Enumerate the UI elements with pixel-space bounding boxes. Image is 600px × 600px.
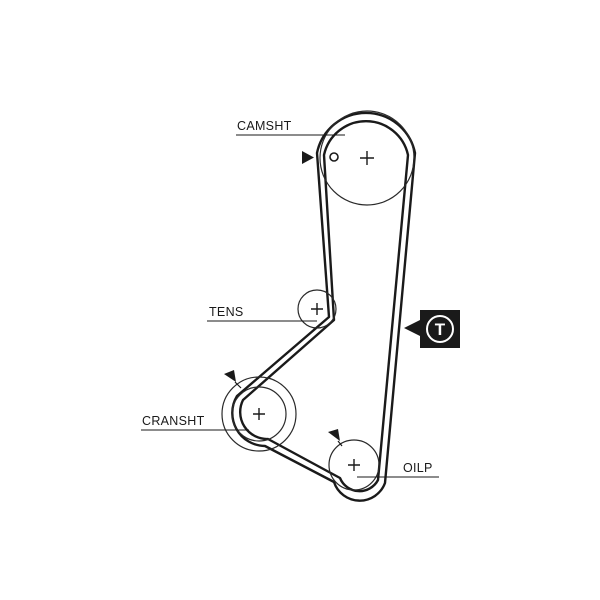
camshaft-pulley xyxy=(302,110,415,206)
crankshaft-center-cross-icon xyxy=(253,408,265,420)
crankshaft-label: CRANSHT xyxy=(142,414,205,428)
crankshaft-pulley-outer-rim xyxy=(221,376,297,452)
oil-pump-center-cross-icon xyxy=(348,459,360,471)
timing-belt xyxy=(231,111,417,502)
camshaft-center-cross-icon xyxy=(360,151,374,165)
camshaft-label: CAMSHT xyxy=(237,119,292,133)
camshaft-timing-arrow-icon xyxy=(302,151,314,164)
tensioner-pulley xyxy=(297,289,337,329)
belt-inner-line xyxy=(238,120,410,493)
camshaft-timing-mark-icon xyxy=(329,152,339,162)
belt-outer-line xyxy=(231,111,417,502)
crankshaft-timing-arrow-icon xyxy=(224,370,236,382)
camshaft-pulley-rim xyxy=(319,110,415,206)
oil-pump-label: OILP xyxy=(403,461,433,475)
tension-badge: T xyxy=(404,310,460,348)
tensioner-center-cross-icon xyxy=(311,303,323,315)
tension-arrow-icon xyxy=(404,320,420,336)
oil-pump-timing-arrow-icon xyxy=(328,429,340,441)
oil-pump-pulley xyxy=(328,429,380,491)
oil-pump-pulley-rim xyxy=(328,439,380,491)
crankshaft-timing-tick xyxy=(234,381,242,389)
tension-badge-letter: T xyxy=(435,320,446,339)
tensioner-pulley-rim xyxy=(297,289,337,329)
crankshaft-pulley xyxy=(221,370,297,452)
tension-badge-circle xyxy=(426,315,454,343)
tensioner-label: TENS xyxy=(209,305,244,319)
oil-pump-timing-tick xyxy=(337,440,343,447)
crankshaft-pulley-inner-rim xyxy=(231,386,287,442)
leader-lines xyxy=(141,134,439,478)
